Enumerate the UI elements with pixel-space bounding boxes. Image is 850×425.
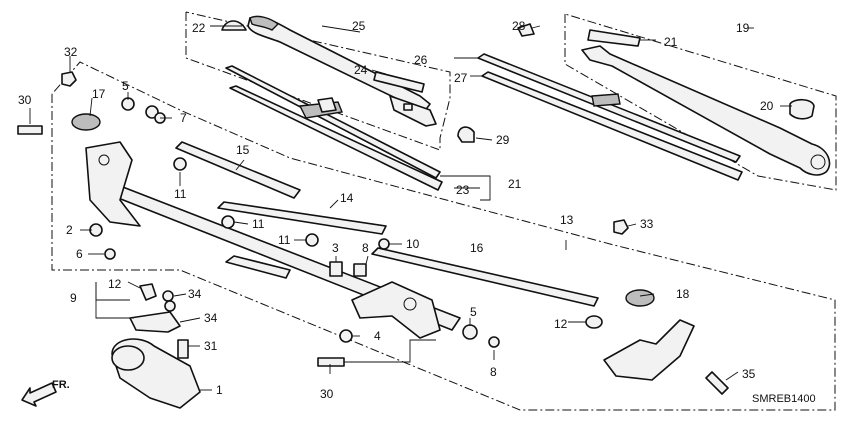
right-pivot-assembly xyxy=(603,289,695,381)
callout-3: 3 xyxy=(332,241,339,255)
callout-8: 8 xyxy=(490,365,497,379)
driver-blade-group-frame xyxy=(185,11,451,151)
callout-11: 11 xyxy=(252,217,265,231)
callouts: 32 17 30 5 7 15 11 2 6 11 11 14 3 8 10 1… xyxy=(18,19,774,401)
passenger-wiper-blade xyxy=(477,53,743,181)
direction-label: FR. xyxy=(52,379,70,391)
callout-35: 35 xyxy=(742,367,756,381)
callout-29: 23 xyxy=(456,183,470,197)
callout-12: 12 xyxy=(108,277,122,291)
arm-cap-20 xyxy=(221,20,247,31)
callout-4: 4 xyxy=(374,329,381,343)
callout-14: 14 xyxy=(340,191,354,205)
callout-7: 8 xyxy=(362,241,369,255)
callout-30: 30 xyxy=(320,387,334,401)
callout-15: 15 xyxy=(236,143,250,157)
callout-22: 24 xyxy=(354,63,368,77)
callout-24: 26 xyxy=(414,53,428,67)
callout-12: 12 xyxy=(554,317,568,331)
callout-13: 13 xyxy=(560,213,574,227)
callout-17: 17 xyxy=(92,87,106,101)
callout-31: 31 xyxy=(204,339,218,353)
leader-lines xyxy=(29,25,792,391)
passenger-arm-group-frame xyxy=(564,13,837,191)
callout-11: 11 xyxy=(174,187,187,201)
driver-wiper-arm xyxy=(247,15,437,127)
callout-2: 2 xyxy=(66,223,73,237)
passenger-wiper-arm xyxy=(581,29,831,176)
callout-33: 34 xyxy=(188,287,202,301)
callout-32: 32 xyxy=(64,45,78,59)
callout-17: 18 xyxy=(676,287,690,301)
callout-21: 21 xyxy=(664,35,678,49)
callout-23: 25 xyxy=(352,19,366,33)
front-direction-indicator: FR. xyxy=(21,379,70,407)
clip-27 xyxy=(457,126,475,143)
callout-6: 6 xyxy=(76,247,83,261)
callout-5: 5 xyxy=(122,79,129,93)
direction-arrow-icon xyxy=(21,382,57,407)
callout-5: 5 xyxy=(470,305,477,319)
callout-11: 11 xyxy=(278,233,291,247)
driver-wiper-blade xyxy=(225,65,443,191)
callout-26: 28 xyxy=(512,19,526,33)
wiper-motor xyxy=(111,283,201,409)
callout-19: 20 xyxy=(760,99,774,113)
callout-27: 29 xyxy=(496,133,510,147)
callout-25: 27 xyxy=(454,71,468,85)
callout-20: 22 xyxy=(192,21,206,35)
callout-8: 7 xyxy=(180,111,187,125)
diagram-code: SMREB1400 xyxy=(752,393,816,405)
callout-32: 33 xyxy=(640,217,654,231)
clip-26 xyxy=(517,23,535,37)
callout-1: 1 xyxy=(216,383,223,397)
callout-28: 21 xyxy=(508,177,522,191)
callout-10: 10 xyxy=(406,237,420,251)
linkage-group-frame xyxy=(51,61,836,411)
callout-30: 30 xyxy=(18,93,32,107)
linkage-rods xyxy=(85,141,599,339)
callout-16: 16 xyxy=(470,241,484,255)
callout-18: 19 xyxy=(736,21,750,35)
callout-34: 34 xyxy=(204,311,218,325)
callout-9: 9 xyxy=(70,291,77,305)
small-hardware xyxy=(17,71,729,395)
